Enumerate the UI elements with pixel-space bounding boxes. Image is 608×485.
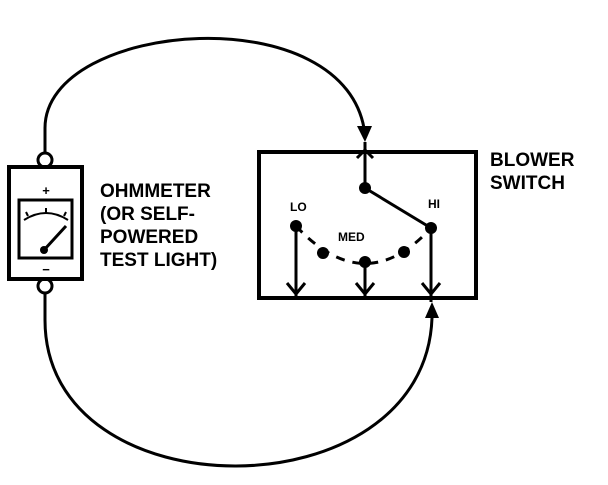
ohmmeter-label-line-4: TEST LIGHT) xyxy=(100,250,217,271)
upper-lead-arrow xyxy=(357,126,372,142)
switch-label-line-1: BLOWER xyxy=(490,150,575,171)
lower-lead-arrow xyxy=(425,302,439,318)
contact-med-1 xyxy=(317,247,329,259)
contact-med-3 xyxy=(398,246,410,258)
switch-input-arrow xyxy=(355,147,375,160)
output-arrow-lo xyxy=(285,282,307,297)
ohmmeter-needle xyxy=(42,224,68,252)
ohmmeter-plus-sign: + xyxy=(42,183,50,198)
ohmmeter-label-line-2: (OR SELF- xyxy=(100,204,195,225)
ohmmeter-top-terminal xyxy=(36,151,54,169)
label-lo: LO xyxy=(290,200,307,214)
switch-blade xyxy=(364,186,432,230)
output-arrow-hi xyxy=(420,282,442,297)
blower-switch: LO MED HI xyxy=(257,142,478,302)
switch-label-line-2: SWITCH xyxy=(490,173,565,194)
upper-test-lead xyxy=(43,37,367,152)
ohmmeter-label-line-1: OHMMETER xyxy=(100,181,211,202)
ohmmeter-minus-sign: − xyxy=(42,262,50,277)
med-dashed-path xyxy=(294,224,433,265)
ohmmeter-needle-pivot xyxy=(40,246,48,254)
label-hi: HI xyxy=(428,197,440,211)
label-med: MED xyxy=(338,230,365,244)
lower-test-lead xyxy=(43,294,434,468)
output-arrow-med xyxy=(354,282,376,297)
ohmmeter-bottom-terminal xyxy=(36,277,54,295)
ohmmeter: + − xyxy=(7,151,84,295)
ohmmeter-label-line-3: POWERED xyxy=(100,227,198,248)
